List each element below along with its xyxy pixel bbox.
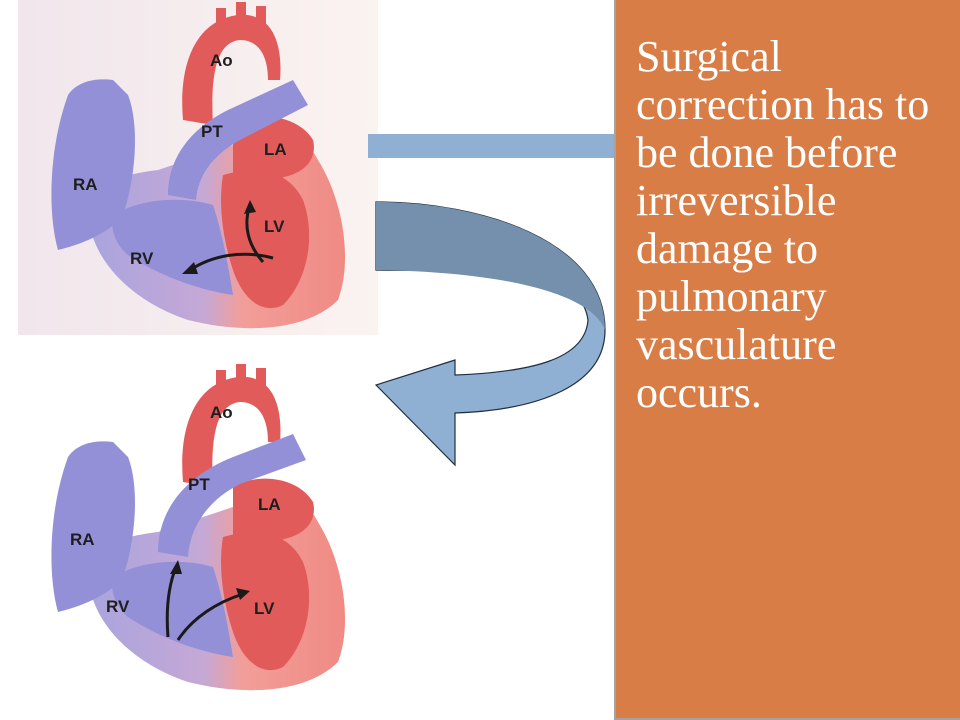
aorta [182, 376, 281, 487]
aortic-branch [256, 6, 266, 36]
aortic-branch [216, 8, 226, 38]
label-la: LA [264, 140, 287, 159]
left-atrium [233, 478, 314, 540]
label-ao: Ao [210, 403, 233, 422]
label-pt: PT [188, 475, 210, 494]
heart-illustration: Ao PT LA RA LV RV [18, 0, 378, 335]
right-atrium [51, 79, 135, 250]
right-ventricle [112, 561, 233, 657]
flow-arrow [176, 592, 244, 641]
label-rv: RV [106, 597, 130, 616]
aortic-branch [216, 370, 226, 400]
flow-arrow [189, 252, 274, 272]
arrowhead [244, 200, 256, 214]
arrowhead [182, 262, 198, 274]
label-ao: Ao [210, 51, 233, 70]
heart-diagram-top: Ao PT LA RA LV RV [18, 0, 378, 335]
right-atrium [51, 441, 135, 612]
label-ra: RA [70, 530, 95, 549]
label-rv: RV [130, 249, 154, 268]
label-ra: RA [73, 175, 98, 194]
arrowhead [170, 560, 182, 574]
connector-bar [368, 134, 620, 158]
text-panel: Surgical correction has to be done befor… [614, 0, 960, 720]
label-pt: PT [201, 122, 223, 141]
label-la: LA [258, 495, 281, 514]
left-ventricle [221, 532, 310, 671]
heart-illustration: Ao PT LA RA LV RV [51, 364, 346, 691]
aortic-branch [236, 364, 246, 394]
pulmonary-trunk [158, 434, 306, 557]
aortic-branch [256, 368, 266, 398]
label-lv: LV [264, 217, 285, 236]
right-ventricle [112, 199, 233, 295]
left-ventricle [221, 170, 310, 309]
pulmonary-trunk [168, 80, 308, 200]
heart-diagram-bottom: Ao PT LA RA LV RV [18, 362, 378, 697]
aorta [182, 14, 281, 125]
curved-arrow-shade [376, 202, 605, 330]
aortic-branch [236, 2, 246, 32]
panel-text: Surgical correction has to be done befor… [636, 32, 930, 417]
arrowhead [236, 588, 250, 600]
label-lv: LV [254, 599, 275, 618]
curved-arrow-connector [368, 134, 620, 467]
